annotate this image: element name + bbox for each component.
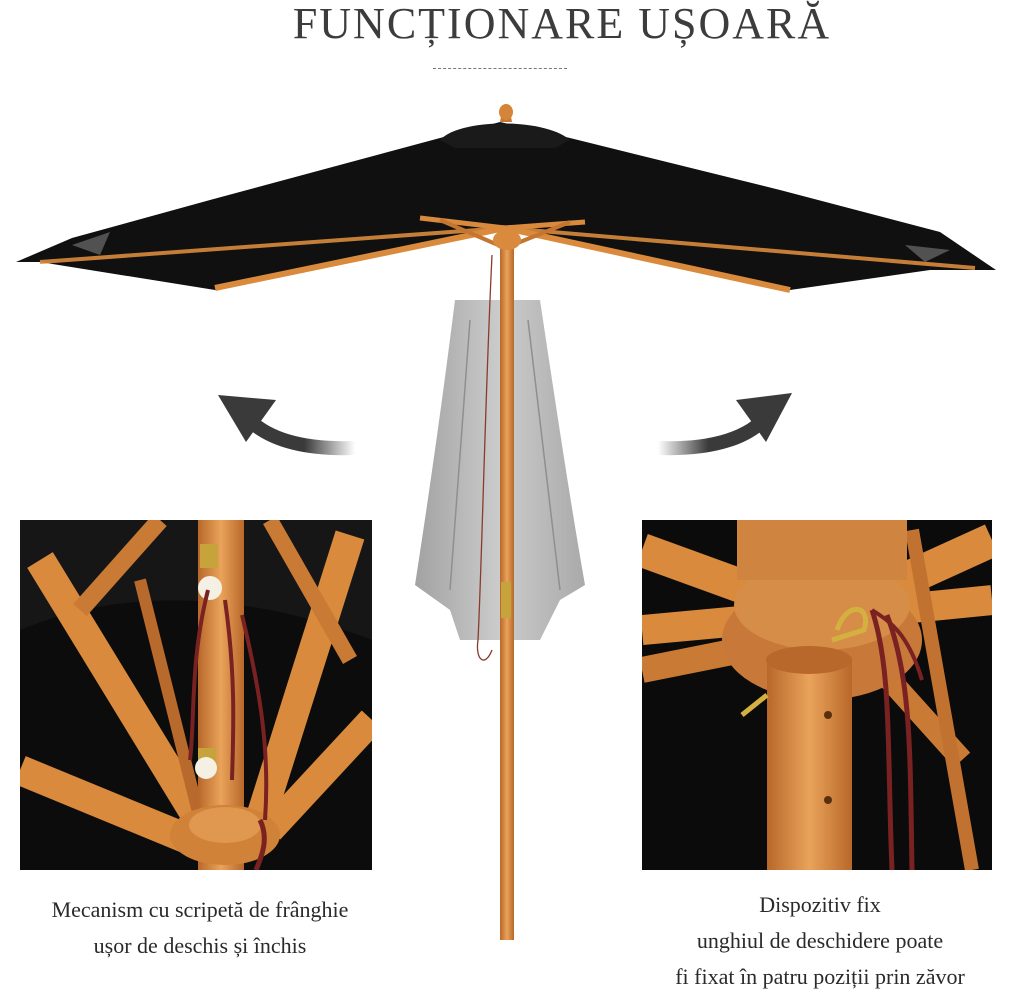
pulley-caption-line2: ușor de deschis și închis [93,933,307,958]
curved-arrow-left-icon [218,395,356,456]
page-title: FUNCȚIONARE UȘOARĂ [292,0,832,48]
pulley-caption-line1: Mecanism cu scripetă de frânghie [51,897,349,922]
title-divider [433,68,567,69]
latch-detail-image [642,520,992,870]
pole-latch [501,582,511,618]
latch-caption-line2: unghiul de deschidere poate [696,928,944,953]
latch-caption-line3: fi fixat în patru poziții prin zăvor [675,964,965,989]
pulley-caption: Mecanism cu scripetă de frânghie ușor de… [0,892,400,964]
curved-arrow-right-icon [657,393,792,456]
pulley-rope [476,254,493,661]
latch-caption: Dispozitiv fix unghiul de deschidere poa… [620,887,1020,995]
latch-caption-line1: Dispozitiv fix [759,892,881,917]
pulley-detail-image [20,520,372,870]
open-canopy [16,104,996,293]
